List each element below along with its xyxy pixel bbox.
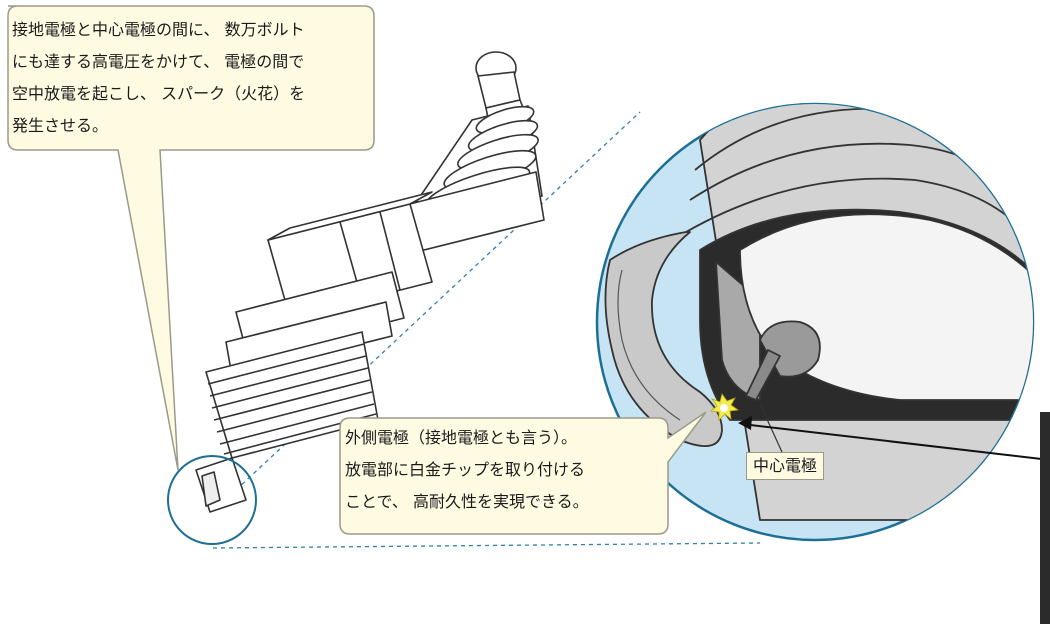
edge-bar: [1040, 412, 1050, 624]
callout-line: にも達する高電圧をかけて、 電極の間で: [12, 52, 305, 71]
callout-spark-principle: 接地電極と中心電極の間に、 数万ボルト にも達する高電圧をかけて、 電極の間で …: [12, 14, 305, 142]
callout-line: 空中放電を起こし、 スパーク（火花）を: [12, 84, 306, 103]
callout-line: 外側電極（接地電極とも言う）。: [345, 428, 578, 447]
callout-line: 放電部に白金チップを取り付ける: [345, 460, 586, 479]
callout-outer-electrode: 外側電極（接地電極とも言う）。 放電部に白金チップを取り付ける ことで、 高耐久…: [345, 422, 589, 518]
spark-arrow-head: [738, 416, 752, 430]
projection-line-lower: [212, 542, 761, 549]
tip-highlight-circle: [167, 455, 257, 545]
callout-line: 発生させる。: [12, 116, 109, 135]
callout-top-bubble: [7, 5, 375, 471]
spark-icon: [710, 393, 740, 421]
center-electrode-label: 中心電極: [746, 452, 825, 480]
callout-line: ことで、 高耐久性を実現できる。: [345, 492, 589, 511]
spark-arrow-line: [741, 423, 1050, 461]
callout-line: 接地電極と中心電極の間に、 数万ボルト: [12, 20, 305, 39]
callout-outer-bubble: [339, 411, 707, 535]
ground-electrode: [604, 231, 723, 447]
spark-plug: [195, 51, 545, 513]
